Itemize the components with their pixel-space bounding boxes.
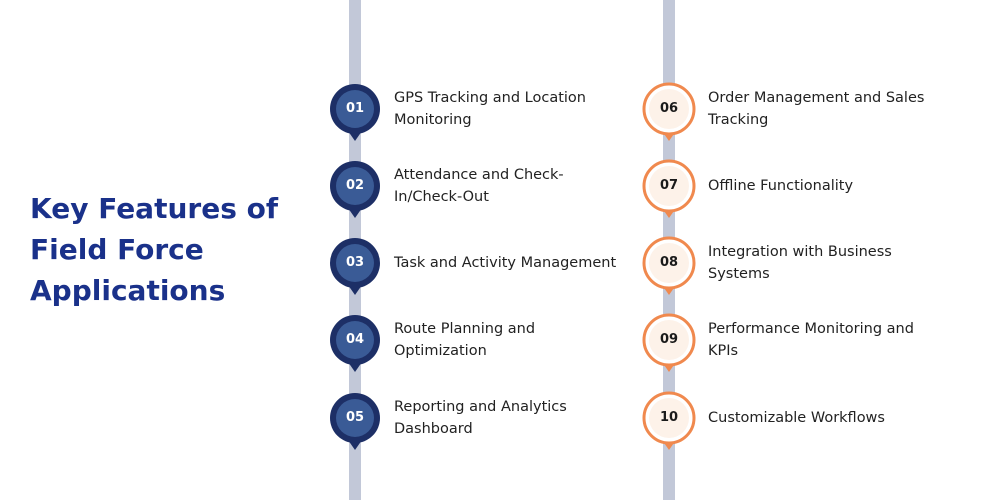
feature-item-07: 07 Offline Functionality [642, 159, 962, 219]
feature-label: GPS Tracking and Location Monitoring [394, 90, 586, 128]
feature-label: Attendance and Check-In/Check-Out [394, 167, 564, 205]
feature-item-06: 06 Order Management and Sales Tracking [642, 82, 962, 142]
feature-number: 09 [659, 332, 679, 347]
feature-label: Offline Functionality [708, 178, 854, 194]
feature-item-05: 05 Reporting and Analytics Dashboard [328, 391, 648, 451]
feature-number: 06 [659, 101, 679, 116]
feature-item-10: 10 Customizable Workflows [642, 391, 962, 451]
pin-marker-icon: 04 [328, 313, 382, 375]
feature-number: 03 [345, 255, 365, 270]
feature-item-03: 03 Task and Activity Management [328, 236, 648, 296]
pin-marker-icon: 03 [328, 236, 382, 298]
feature-number: 10 [659, 410, 679, 425]
feature-number: 08 [659, 255, 679, 270]
feature-number: 05 [345, 410, 365, 425]
page-title: Key Features of Field Force Applications [30, 192, 279, 307]
feature-label: Order Management and Sales Tracking [708, 90, 925, 128]
feature-item-01: 01 GPS Tracking and Location Monitoring [328, 82, 648, 142]
pin-marker-icon: 10 [642, 391, 696, 453]
pin-marker-icon: 06 [642, 82, 696, 144]
feature-label: Reporting and Analytics Dashboard [394, 399, 567, 437]
pin-marker-icon: 08 [642, 236, 696, 298]
pin-marker-icon: 01 [328, 82, 382, 144]
feature-number: 07 [659, 178, 679, 193]
pin-marker-icon: 02 [328, 159, 382, 221]
feature-number: 04 [345, 332, 365, 347]
feature-label: Task and Activity Management [394, 255, 617, 271]
feature-label: Customizable Workflows [708, 410, 885, 426]
feature-label: Performance Monitoring and KPIs [708, 321, 914, 359]
feature-item-02: 02 Attendance and Check-In/Check-Out [328, 159, 648, 219]
feature-number: 01 [345, 101, 365, 116]
pin-marker-icon: 09 [642, 313, 696, 375]
pin-marker-icon: 07 [642, 159, 696, 221]
feature-item-09: 09 Performance Monitoring and KPIs [642, 313, 962, 373]
feature-item-04: 04 Route Planning and Optimization [328, 313, 648, 373]
pin-marker-icon: 05 [328, 391, 382, 453]
feature-label: Integration with Business Systems [708, 244, 892, 282]
feature-label: Route Planning and Optimization [394, 321, 536, 359]
feature-item-08: 08 Integration with Business Systems [642, 236, 962, 296]
feature-number: 02 [345, 178, 365, 193]
